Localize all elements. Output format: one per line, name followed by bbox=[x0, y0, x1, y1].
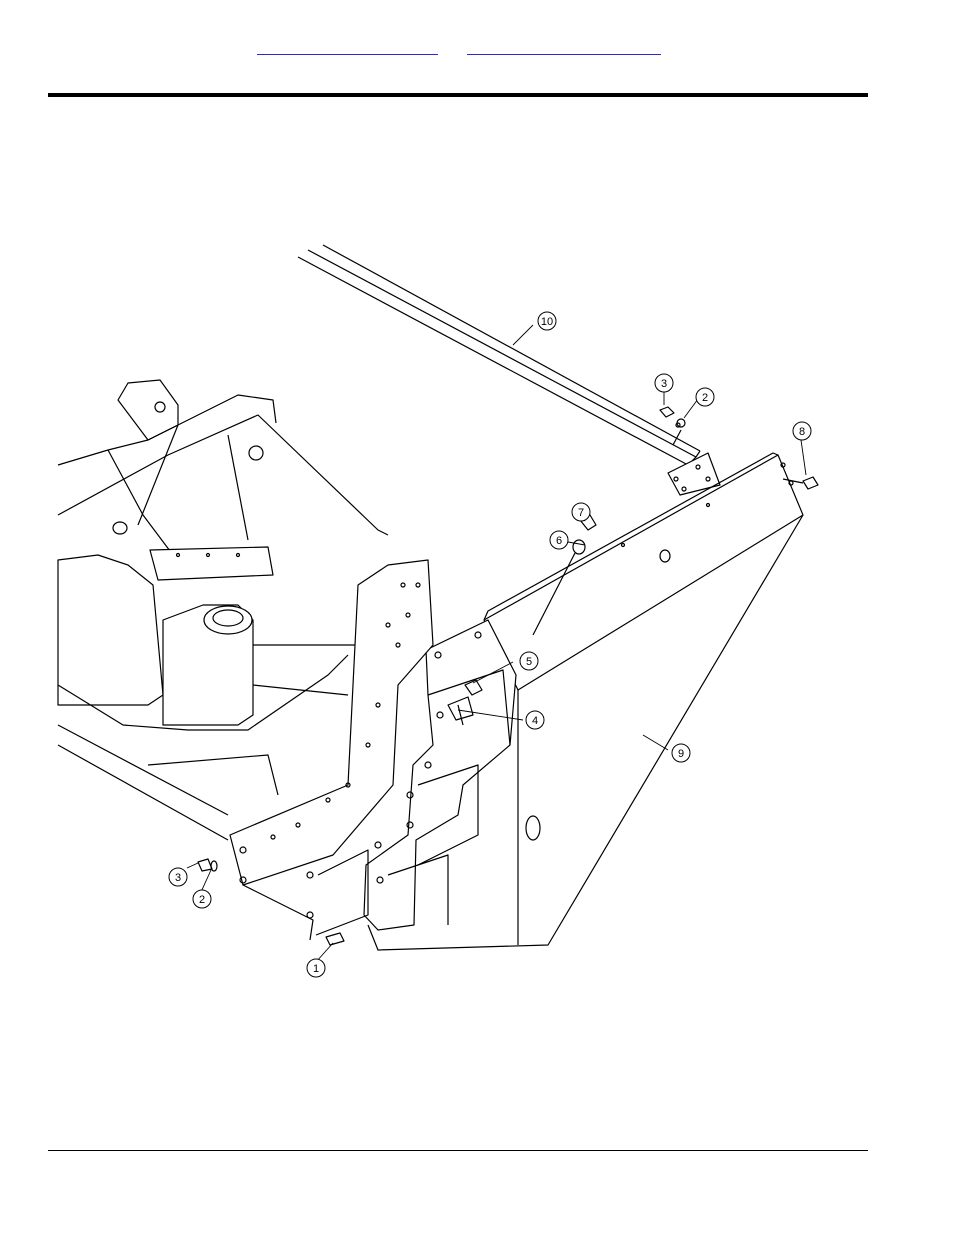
nav-link-right[interactable] bbox=[467, 40, 661, 55]
callout-10: 10 bbox=[538, 312, 556, 330]
callout-2-top: 2 bbox=[696, 388, 714, 406]
main-frame bbox=[58, 380, 433, 940]
svg-text:6: 6 bbox=[556, 535, 562, 547]
svg-text:10: 10 bbox=[541, 316, 553, 328]
callout-7: 7 bbox=[572, 503, 590, 521]
svg-text:3: 3 bbox=[175, 872, 181, 884]
callout-8: 8 bbox=[793, 422, 811, 440]
svg-text:9: 9 bbox=[678, 748, 684, 760]
svg-text:7: 7 bbox=[578, 507, 584, 519]
callout-3-top: 3 bbox=[655, 374, 673, 392]
callout-2-left: 2 bbox=[193, 890, 211, 908]
rail-tube bbox=[298, 245, 720, 495]
parts-diagram: 10 3 2 8 7 6 5 4 9 3 2 1 bbox=[48, 225, 830, 985]
callout-3-left: 3 bbox=[169, 868, 187, 886]
svg-text:8: 8 bbox=[799, 426, 805, 438]
callout-5: 5 bbox=[520, 652, 538, 670]
header-rule bbox=[48, 93, 868, 97]
footer-rule bbox=[48, 1150, 868, 1151]
nav-link-left[interactable] bbox=[257, 40, 438, 55]
callout-4: 4 bbox=[526, 711, 544, 729]
svg-text:2: 2 bbox=[199, 894, 205, 906]
svg-text:4: 4 bbox=[532, 715, 538, 727]
svg-text:3: 3 bbox=[661, 378, 667, 390]
callout-9: 9 bbox=[672, 744, 690, 762]
svg-text:5: 5 bbox=[526, 656, 532, 668]
svg-text:1: 1 bbox=[313, 963, 319, 975]
callout-1: 1 bbox=[307, 959, 325, 977]
svg-text:2: 2 bbox=[702, 392, 708, 404]
callout-6: 6 bbox=[550, 531, 568, 549]
